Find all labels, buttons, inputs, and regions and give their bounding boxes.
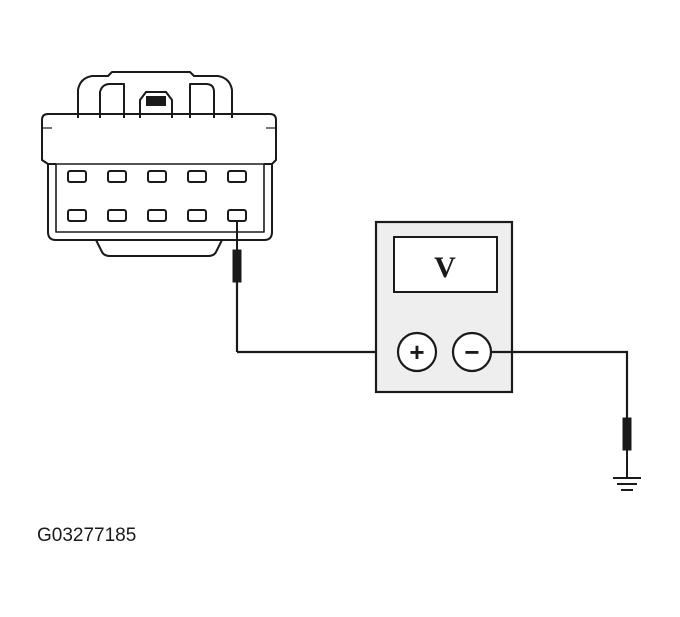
connector-face — [55, 163, 265, 233]
connector-latch-inner — [99, 83, 215, 118]
pin — [107, 170, 127, 183]
voltmeter: V + − — [374, 220, 514, 394]
pin — [107, 209, 127, 222]
probe-negative — [622, 417, 632, 478]
positive-symbol: + — [409, 337, 424, 367]
pin-under-test — [227, 209, 247, 222]
pin — [67, 209, 87, 222]
pin-row-top — [67, 170, 247, 183]
connector-skirt — [95, 239, 223, 257]
pin — [187, 209, 207, 222]
negative-symbol: − — [464, 337, 479, 367]
meter-display — [393, 236, 498, 293]
connector-latch — [77, 71, 233, 118]
ground-icon — [613, 477, 641, 491]
connector — [41, 71, 277, 257]
meter-display-symbol: V — [434, 251, 456, 284]
pin — [147, 170, 167, 183]
pin-row-bottom — [67, 209, 247, 222]
probe-positive — [232, 220, 242, 352]
pin — [187, 170, 207, 183]
connector-tab-slot — [146, 96, 166, 106]
pin — [227, 170, 247, 183]
pin — [147, 209, 167, 222]
figure-reference-code: G03277185 — [37, 525, 136, 546]
positive-terminal — [396, 331, 438, 373]
lead-negative — [491, 350, 629, 418]
connector-tab — [139, 91, 173, 118]
pin — [67, 170, 87, 183]
